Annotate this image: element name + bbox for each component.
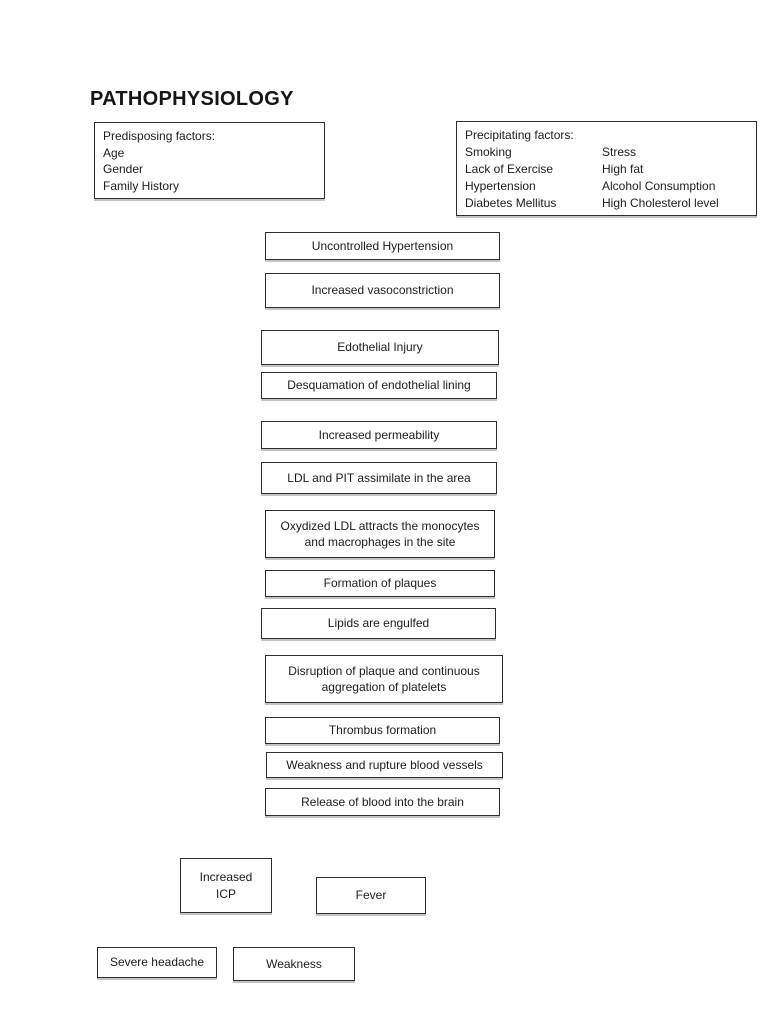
precipitating-item: High Cholesterol level: [602, 196, 719, 210]
precipitating-heading: Precipitating factors:: [465, 128, 574, 142]
flow-step-box: LDL and PIT assimilate in the area: [261, 462, 497, 494]
flow-step-box: Weakness and rupture blood vessels: [266, 752, 503, 778]
predisposing-factors-box: Predisposing factors: Age Gender Family …: [94, 122, 325, 199]
outcome-box-severe-headache: Severe headache: [97, 947, 217, 978]
predisposing-item: Gender: [103, 162, 144, 176]
predisposing-heading: Predisposing factors:: [103, 129, 216, 143]
flow-step-box: Formation of plaques: [265, 570, 495, 597]
flow-step-box: Increased permeability: [261, 421, 497, 449]
outcome-box-weakness: Weakness: [233, 947, 355, 981]
flow-step-box: Desquamation of endothelial lining: [261, 372, 497, 399]
flow-step-box: Lipids are engulfed: [261, 608, 496, 639]
flow-step-box: Release of blood into the brain: [265, 788, 500, 816]
precipitating-item: Hypertension: [465, 179, 536, 193]
precipitating-row: Diabetes Mellitus High Cholesterol level: [465, 195, 748, 212]
flow-step-box: Uncontrolled Hypertension: [265, 232, 500, 260]
flow-step-box: Thrombus formation: [265, 717, 500, 744]
precipitating-item: Smoking: [465, 145, 512, 159]
precipitating-row: Lack of Exercise High fat: [465, 161, 748, 178]
predisposing-item: Family History: [103, 178, 180, 193]
flow-step-box: Edothelial Injury: [261, 330, 499, 365]
page-title: PATHOPHYSIOLOGY: [90, 88, 294, 110]
precipitating-row: Hypertension Alcohol Consumption: [465, 178, 748, 195]
precipitating-item: High fat: [602, 162, 644, 176]
outcome-box-increased-icp: Increased ICP: [180, 858, 272, 913]
precipitating-item: Lack of Exercise: [465, 162, 554, 176]
flow-step-box: Oxydized LDL attracts the monocytes and …: [265, 510, 495, 558]
flow-step-box: Increased vasoconstriction: [265, 273, 500, 308]
precipitating-factors-box: Precipitating factors: Smoking Stress La…: [456, 121, 757, 216]
flow-step-box: Disruption of plaque and continuous aggr…: [265, 655, 503, 703]
precipitating-item: Stress: [602, 145, 637, 159]
predisposing-item: Age: [103, 145, 125, 160]
precipitating-item: Alcohol Consumption: [602, 179, 716, 193]
outcome-box-fever: Fever: [316, 877, 426, 914]
precipitating-row: Smoking Stress: [465, 144, 748, 161]
precipitating-item: Diabetes Mellitus: [465, 196, 557, 210]
